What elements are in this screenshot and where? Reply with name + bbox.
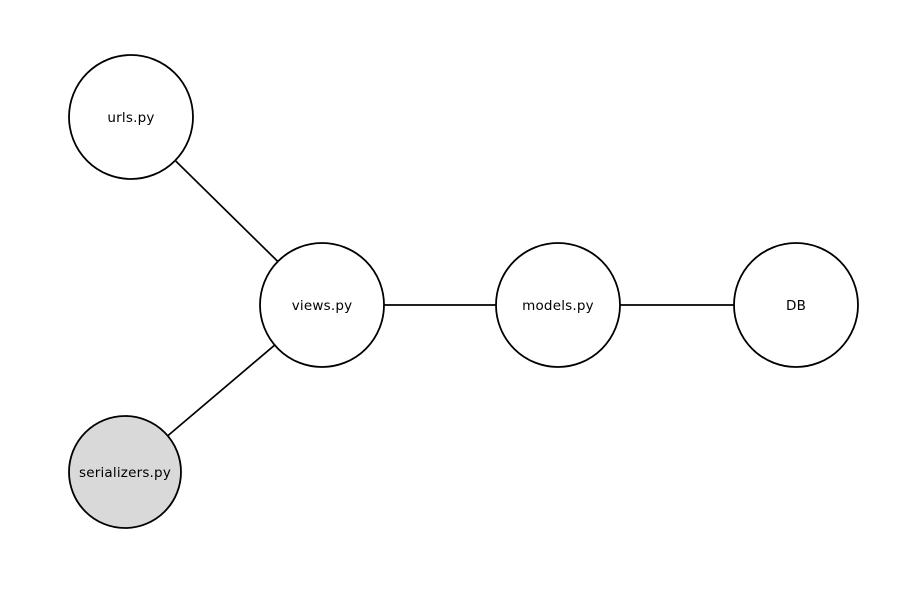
- node-models: models.py: [495, 242, 621, 368]
- node-serializers: serializers.py: [68, 415, 182, 529]
- node-circle-db: [733, 242, 859, 368]
- node-label-serializers: serializers.py: [79, 465, 171, 481]
- node-circle-serializers: [68, 415, 182, 529]
- node-label-urls: urls.py: [107, 110, 154, 126]
- node-label-views: views.py: [292, 298, 353, 314]
- node-label-db: DB: [786, 298, 806, 314]
- node-circle-urls: [68, 54, 194, 180]
- node-urls: urls.py: [68, 54, 194, 180]
- node-views: views.py: [259, 242, 385, 368]
- node-circle-models: [495, 242, 621, 368]
- node-db: DB: [733, 242, 859, 368]
- node-label-models: models.py: [522, 298, 594, 314]
- node-circle-views: [259, 242, 385, 368]
